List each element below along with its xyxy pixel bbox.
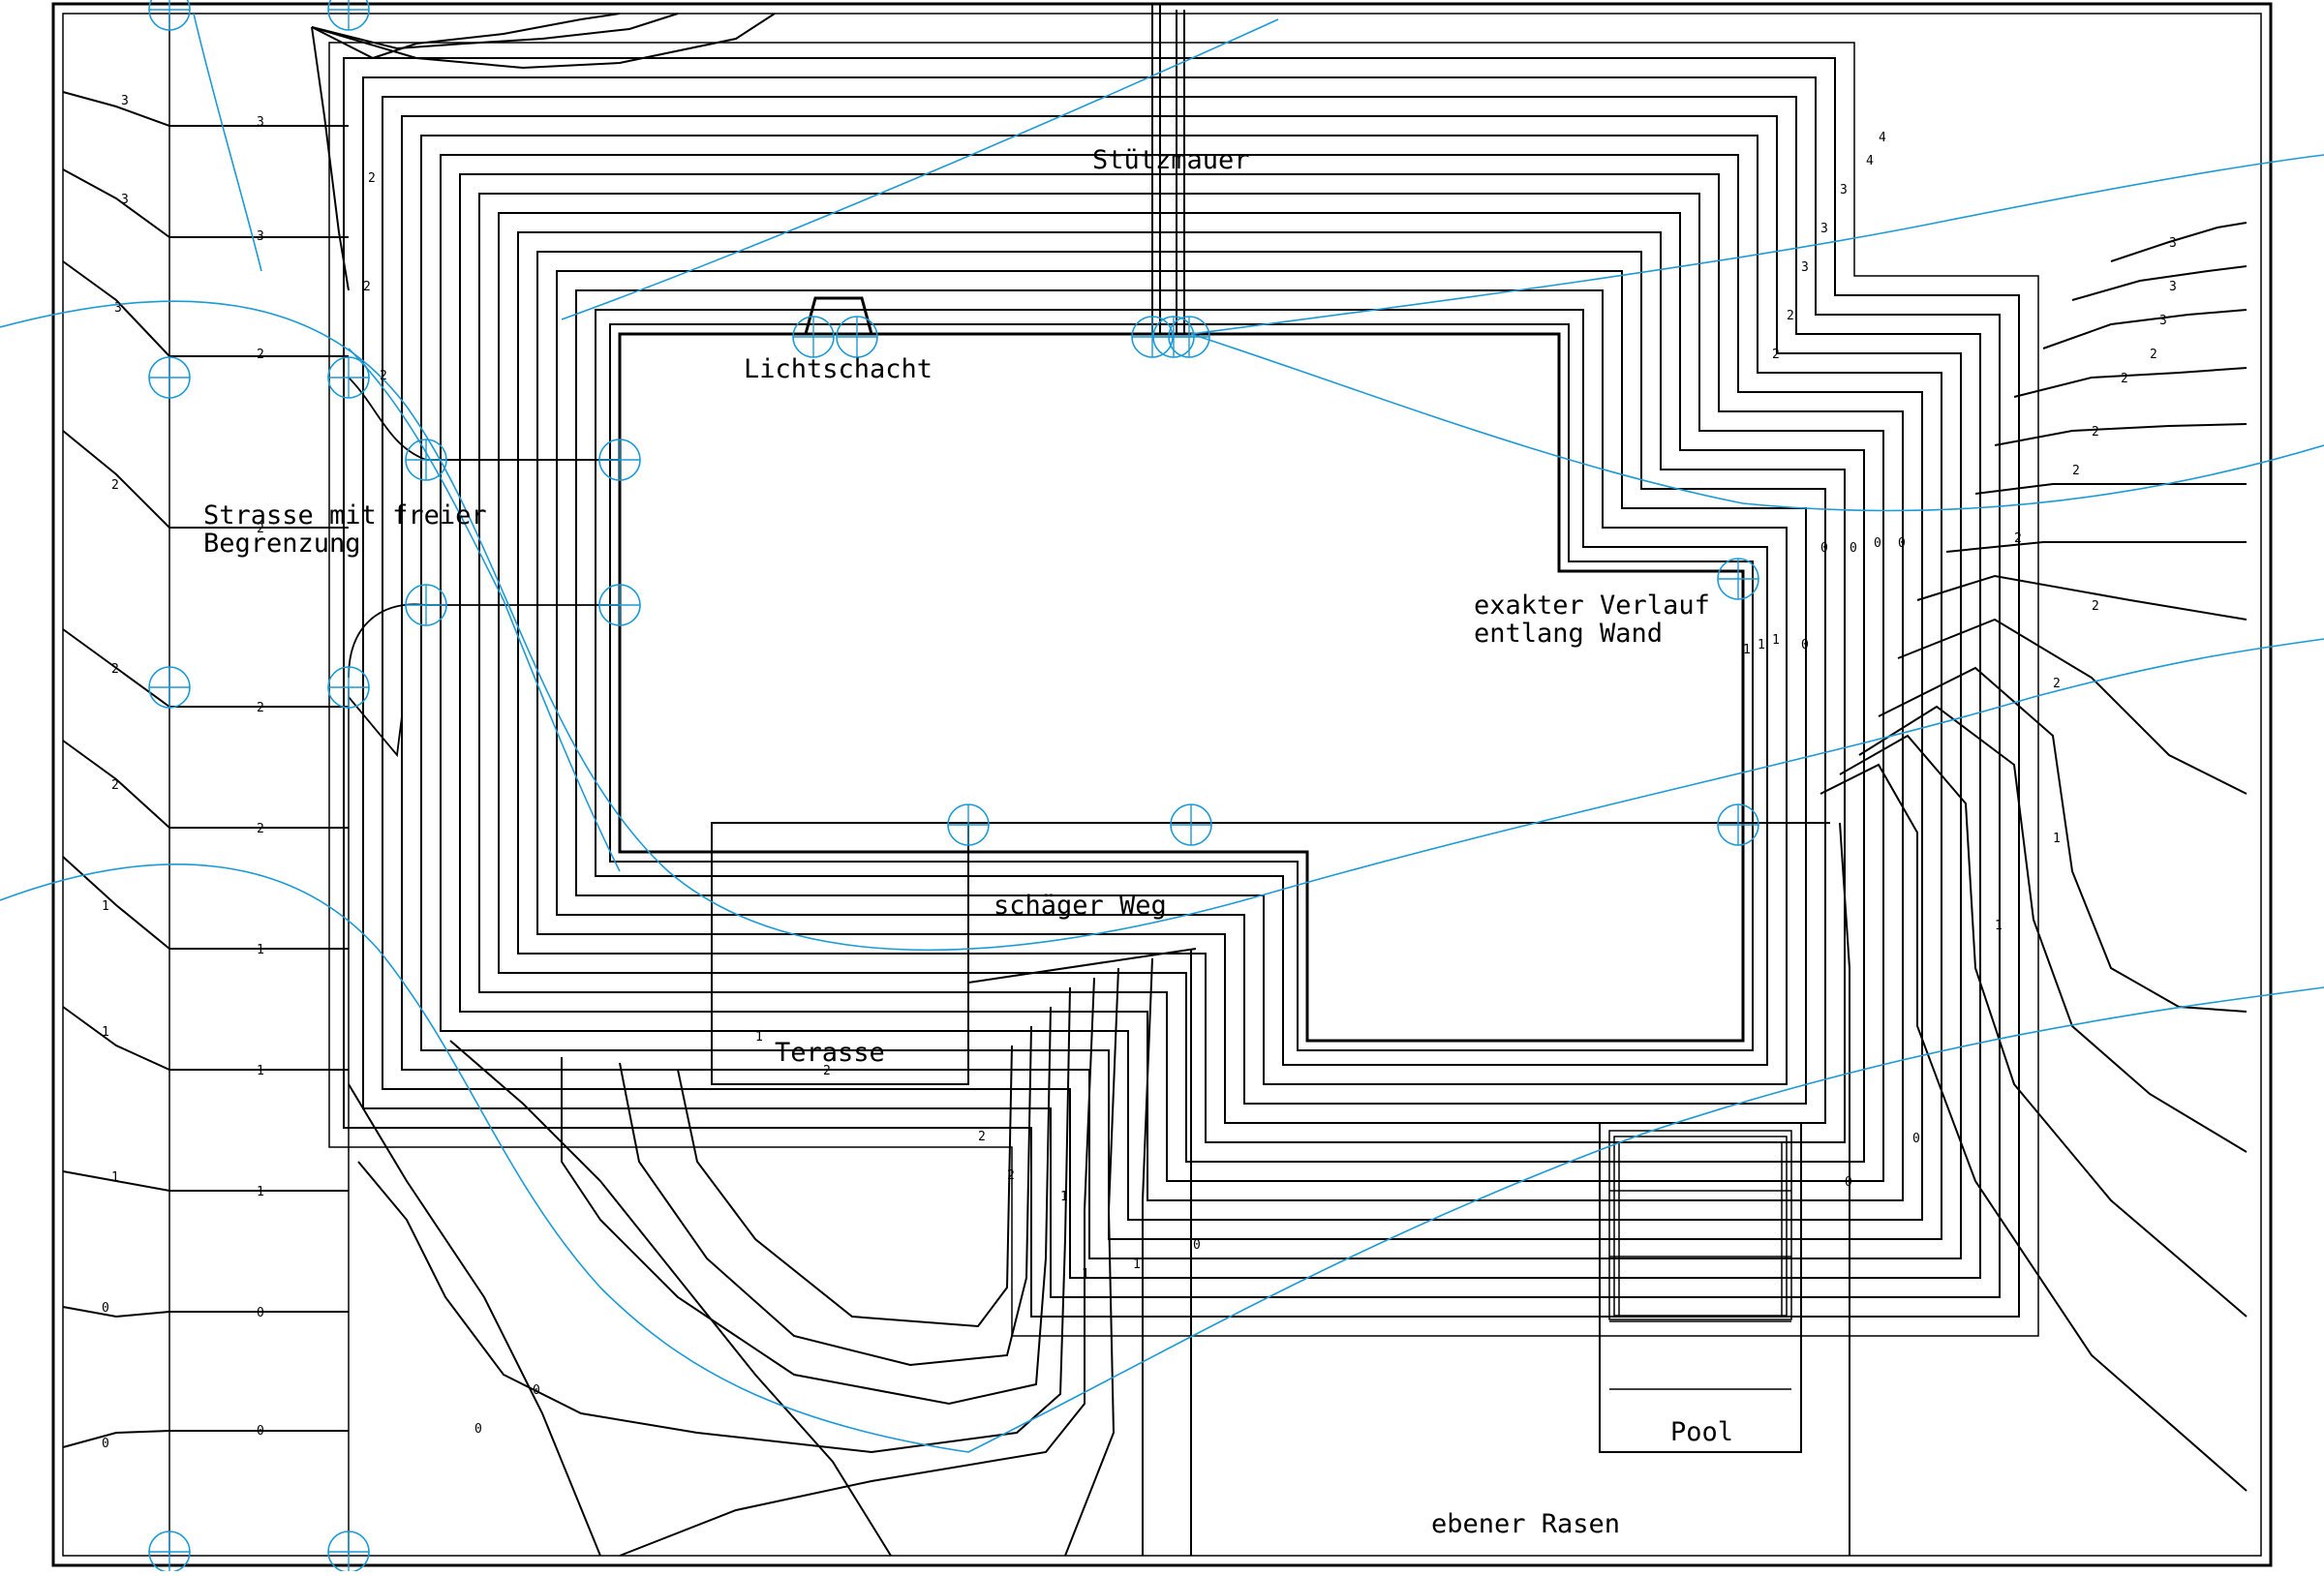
contour-number: 3 [257,115,264,130]
contour-number: 1 [1995,919,2003,933]
contour-number: 2 [2014,531,2022,546]
contour-number: 0 [1898,536,1906,551]
terrace-outline [711,822,1830,1556]
contour-number: 0 [1820,541,1828,556]
contour-number: 3 [2169,280,2177,294]
drawing-frame [51,2,2273,1567]
contour-number: 0 [1912,1132,1920,1146]
contour-lines-bottom-left [348,957,1153,1557]
label-strasse-line2: Begrenzung [203,529,361,559]
house-terraces [328,42,2039,1337]
contour-number: 1 [1133,1258,1141,1272]
contour-number: 1 [1758,638,1765,652]
contour-number: 1 [755,1030,763,1045]
contour-number: 2 [257,348,264,362]
contour-lines-top-left [311,13,776,291]
contour-number: 3 [1840,183,1848,197]
contour-number: 3 [114,301,122,316]
label-weg: schäger Weg [994,891,1167,921]
contour-number: 3 [2159,314,2167,328]
contour-number: 2 [1787,309,1794,323]
contour-number: 3 [1820,222,1828,236]
contour-number: 0 [257,1424,264,1439]
label-lichtschacht: Lichtschacht [744,354,933,384]
pool-outline [1599,1122,1802,1453]
contour-number: 0 [1193,1238,1201,1253]
contour-number: 1 [257,943,264,957]
contour-number: 2 [257,822,264,836]
contour-number: 2 [257,701,264,715]
label-pool: Pool [1670,1417,1733,1447]
label-stuetzmauer: Stützmauer [1092,145,1250,175]
contour-number: 0 [102,1437,109,1451]
contour-number: 2 [2053,677,2061,691]
contour-number: 4 [1879,131,1886,145]
contour-number: 1 [1743,643,1751,657]
contour-number: 0 [474,1422,482,1437]
contour-number: 3 [257,229,264,244]
contour-number: 0 [1874,536,1881,551]
label-rasen: ebener Rasen [1431,1509,1620,1539]
plan-labels: Stützmauer Lichtschacht Strasse mit frei… [203,145,1733,1539]
contour-number: 0 [1801,638,1809,652]
contour-number: 1 [111,1170,119,1185]
contour-number: 1 [1082,1267,1089,1282]
contour-number: 2 [363,280,371,294]
contour-number: 1 [1060,1190,1068,1204]
contour-number: 2 [2121,372,2128,386]
support-wall-lines [1151,4,1185,334]
contour-number: 2 [111,478,119,493]
contour-number: 0 [533,1383,540,1398]
contour-number: 3 [2169,236,2177,251]
contour-number: 0 [102,1301,109,1316]
contour-number: 2 [368,171,376,186]
contour-number: 1 [1772,633,1780,648]
contour-number: 2 [380,369,387,383]
contour-number: 2 [2092,599,2099,614]
contour-number: 2 [978,1130,986,1144]
contour-number: 2 [1007,1168,1015,1183]
contour-number: 1 [102,899,109,914]
contour-number: 0 [1845,1175,1852,1190]
contour-number: 1 [102,1025,109,1040]
construction-curves [0,13,2324,1453]
contour-number: 0 [257,1306,264,1320]
contour-number: 3 [121,94,129,108]
contour-elevation-numbers: 3333322221110022211100222443332233322222… [102,94,2177,1451]
contour-number: 2 [823,1064,831,1078]
survey-markers [148,0,1759,1573]
contour-number: 2 [111,778,119,793]
contour-number: 2 [257,522,264,536]
contour-number: 4 [1866,154,1874,168]
road-curves [348,377,621,758]
contour-number: 3 [121,193,129,207]
contour-number: 1 [257,1185,264,1199]
contour-number: 2 [2072,464,2080,478]
contour-number: 1 [2053,832,2061,846]
label-terasse: Terasse [775,1038,885,1068]
contour-number: 2 [111,662,119,677]
label-verlauf-line1: exakter Verlauf [1474,591,1710,621]
contour-number: 0 [1850,541,1857,556]
contour-number: 2 [2150,348,2157,362]
contour-number: 3 [1801,260,1809,275]
contour-number: 2 [2092,425,2099,439]
label-verlauf-line2: entlang Wand [1474,619,1663,649]
contour-number: 1 [257,1064,264,1078]
road-strip [62,14,350,1556]
label-strasse-line1: Strasse mit freier [203,500,487,530]
contour-number: 2 [1772,348,1780,362]
